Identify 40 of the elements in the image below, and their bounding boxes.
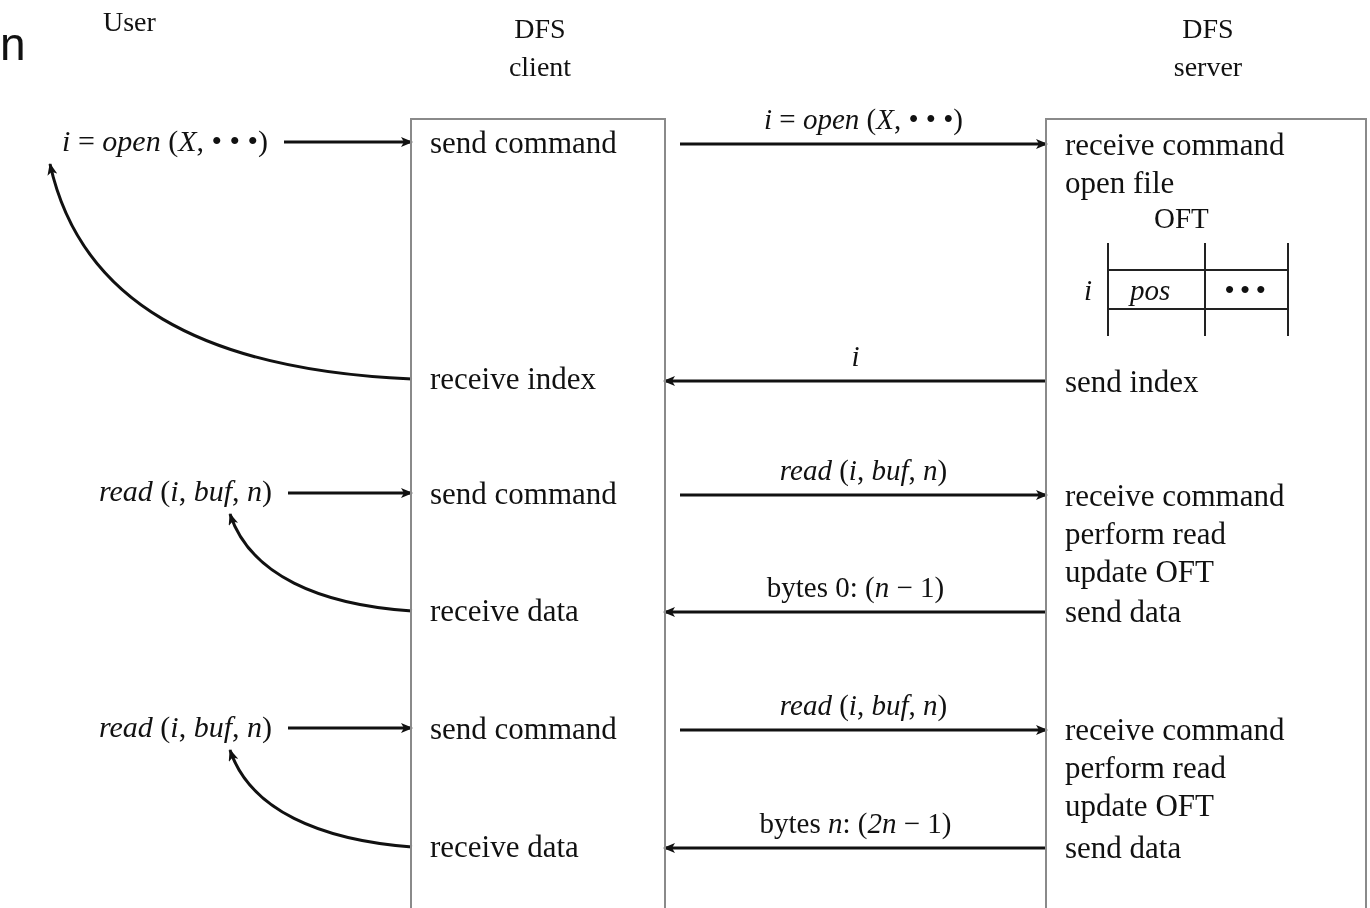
table-title: OFT xyxy=(1154,201,1209,236)
row-index: i xyxy=(1084,273,1093,308)
step-text: send command xyxy=(430,710,617,748)
stray-letter: n xyxy=(0,26,26,62)
system-call-text: read (i, buf, n) xyxy=(50,708,272,746)
step-text: perform read xyxy=(1065,749,1226,787)
step-text: perform read xyxy=(1065,515,1226,553)
step-text: open file xyxy=(1065,164,1175,202)
arrow xyxy=(284,137,413,147)
step-text: send index xyxy=(1065,363,1199,401)
step-text: receive data xyxy=(430,828,579,866)
arrow xyxy=(228,749,413,849)
step-text: receive index xyxy=(430,360,597,398)
step-text: send command xyxy=(430,475,617,513)
step-text: update OFT xyxy=(1065,553,1214,591)
step-text: send command xyxy=(430,124,617,162)
step-text: receive command xyxy=(1065,477,1285,515)
step-text: send data xyxy=(1065,829,1182,867)
arrow xyxy=(228,513,413,613)
column-heading: DFS client xyxy=(507,12,573,84)
arrow xyxy=(288,723,413,733)
step-text: receive command xyxy=(1065,711,1285,749)
arrow xyxy=(680,490,1048,500)
system-call-text: i = open (X, • • •) xyxy=(10,122,268,160)
arrow xyxy=(48,163,413,381)
table-cell-text: • • • xyxy=(1225,274,1266,306)
column-heading: User xyxy=(103,5,156,39)
column-heading: DFS server xyxy=(1172,12,1244,84)
step-text: send data xyxy=(1065,593,1182,631)
arrow xyxy=(663,376,1047,386)
system-call-text: read (i, buf, n) xyxy=(50,472,272,510)
step-text: update OFT xyxy=(1065,787,1214,825)
arrow xyxy=(288,488,413,498)
arrow xyxy=(663,607,1047,617)
arrow xyxy=(663,843,1047,853)
step-text: receive command xyxy=(1065,126,1285,164)
step-text: receive data xyxy=(430,592,579,630)
table-cell-text: pos xyxy=(1130,273,1171,308)
arrow xyxy=(680,139,1048,149)
arrow xyxy=(680,725,1048,735)
